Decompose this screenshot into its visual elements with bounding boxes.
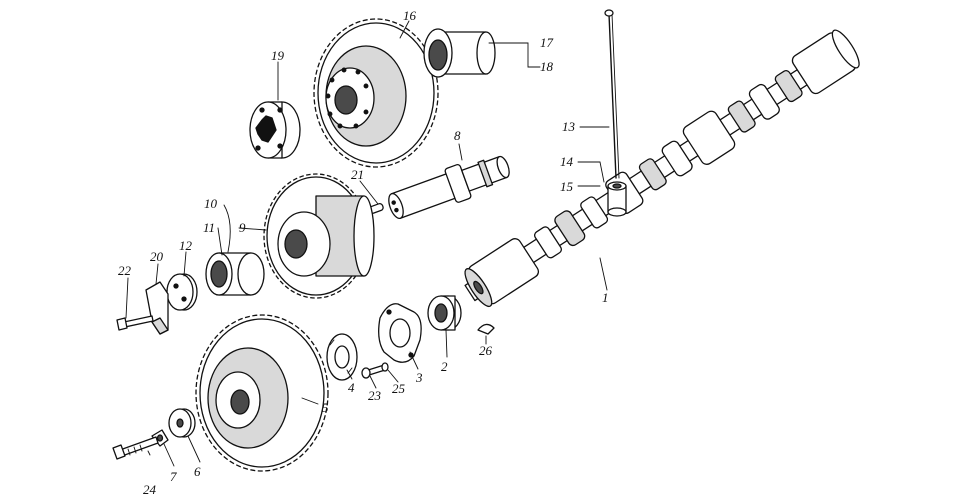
tappet <box>607 181 627 217</box>
callout-13: 13 <box>562 119 576 134</box>
callout-1: 1 <box>602 290 609 305</box>
callout-21: 21 <box>351 167 364 182</box>
thrust-ring <box>427 295 462 331</box>
callout-14: 14 <box>560 154 574 169</box>
callout-12: 12 <box>179 238 193 253</box>
callout-16: 16 <box>403 8 417 23</box>
callout-24: 24 <box>143 482 157 497</box>
camshaft-gear <box>195 314 329 472</box>
lock-plate <box>326 333 358 381</box>
callout-18: 18 <box>540 59 554 74</box>
leader-lines <box>125 20 610 467</box>
retaining-bracket <box>145 281 169 335</box>
callout-23: 23 <box>368 388 382 403</box>
idler-shaft <box>388 155 510 220</box>
callout-8: 8 <box>454 128 461 143</box>
gear-bolt <box>112 436 159 460</box>
callout-4: 4 <box>348 380 355 395</box>
callout-22: 22 <box>118 263 132 278</box>
callout-11: 11 <box>203 220 215 235</box>
thrust-flange <box>378 303 422 363</box>
callout-15: 15 <box>560 179 574 194</box>
callout-6: 6 <box>194 464 201 479</box>
woodruff-key <box>477 323 495 335</box>
thrust-washer <box>166 273 198 311</box>
callout-labels: 1 2 3 4 5 6 7 8 9 10 11 12 13 14 15 16 1… <box>118 8 609 497</box>
callout-9: 9 <box>239 220 246 235</box>
idler-bushing <box>205 252 265 296</box>
callout-10: 10 <box>204 196 218 211</box>
callout-20: 20 <box>150 249 164 264</box>
callout-19: 19 <box>271 48 285 63</box>
idler-gear <box>263 173 375 299</box>
pushrod <box>604 9 620 179</box>
callout-2: 2 <box>441 359 448 374</box>
callout-5: 5 <box>322 400 329 415</box>
drive-gear <box>313 18 439 168</box>
callout-17: 17 <box>540 35 554 50</box>
splined-hub <box>249 101 301 159</box>
gear-washer <box>168 408 196 438</box>
callout-7: 7 <box>170 469 177 484</box>
gear-hub <box>423 28 496 78</box>
bracket-bolt <box>116 315 154 331</box>
callout-25: 25 <box>392 381 406 396</box>
callout-3: 3 <box>415 370 423 385</box>
callout-26: 26 <box>479 343 493 358</box>
flange-bolt <box>361 362 389 379</box>
camshaft <box>464 29 860 308</box>
